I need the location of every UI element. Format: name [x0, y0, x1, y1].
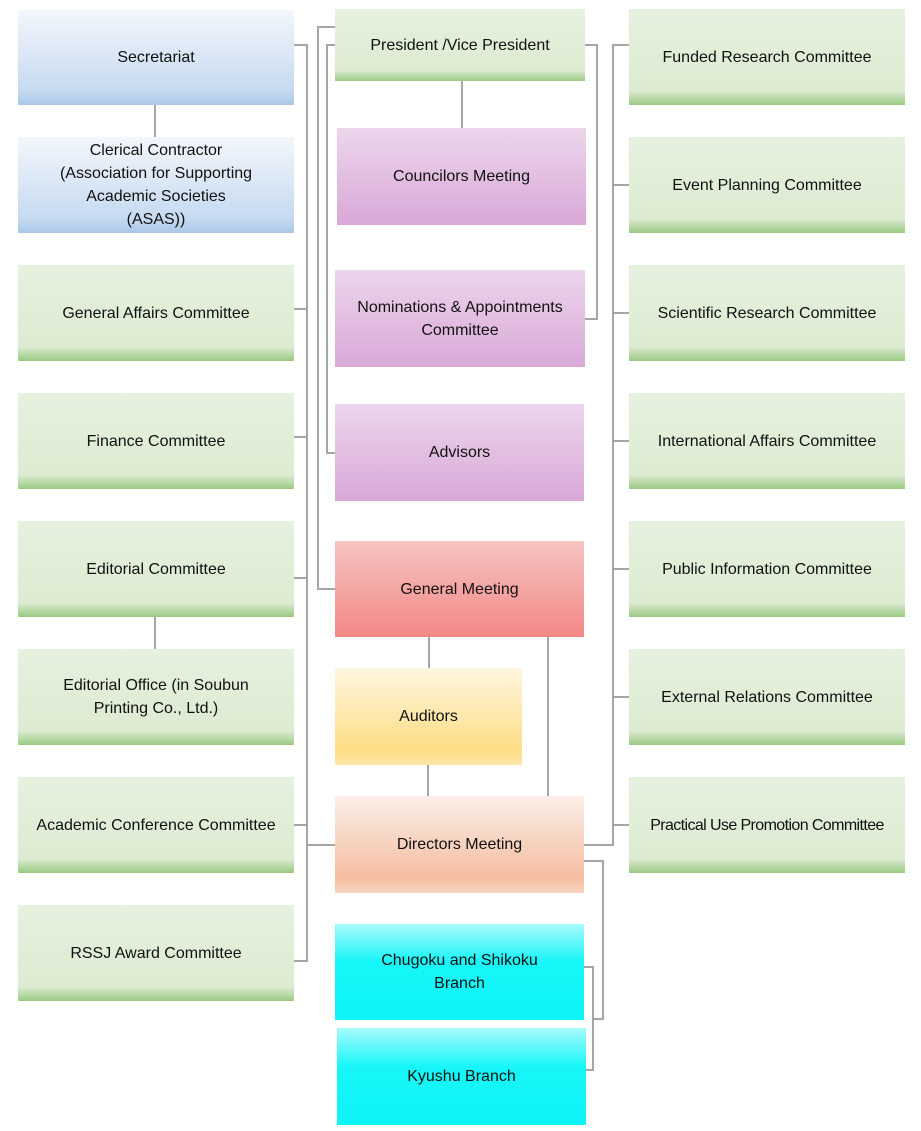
public-information-committee-box: Public Information Committee	[629, 521, 905, 617]
box-label: Clerical Contractor (Association for Sup…	[59, 142, 253, 228]
box-label: International Affairs Committee	[657, 432, 877, 450]
editorial-office-box: Editorial Office (in Soubun Printing Co.…	[18, 649, 294, 745]
connector-left-trunk	[294, 44, 335, 962]
advisors-box: Advisors	[335, 404, 584, 501]
box-label: Kyushu Branch	[407, 1068, 516, 1085]
box-label: Practical Use Promotion Committee	[650, 816, 884, 834]
box-label: Scientific Research Committee	[657, 304, 877, 322]
practical-use-promotion-committee-box: Practical Use Promotion Committee	[629, 777, 905, 873]
international-affairs-committee-box: International Affairs Committee	[629, 393, 905, 489]
directors-meeting-box: Directors Meeting	[335, 796, 584, 893]
box-label: Chugoku and Shikoku Branch	[381, 952, 538, 992]
finance-committee-box: Finance Committee	[18, 393, 294, 489]
box-label: External Relations Committee	[661, 688, 873, 706]
box-label: Auditors	[399, 708, 458, 725]
academic-conference-committee-box: Academic Conference Committee	[18, 777, 294, 873]
box-label: Directors Meeting	[396, 836, 523, 853]
general-affairs-committee-box: General Affairs Committee	[18, 265, 294, 361]
scientific-research-committee-box: Scientific Research Committee	[629, 265, 905, 361]
box-label: Event Planning Committee	[672, 176, 862, 194]
external-relations-committee-box: External Relations Committee	[629, 649, 905, 745]
box-label: Editorial Committee	[86, 560, 226, 578]
box-label: Advisors	[428, 444, 491, 461]
box-label: Councilors Meeting	[393, 168, 530, 185]
connector-directors-branches	[584, 860, 604, 1020]
event-planning-committee-box: Event Planning Committee	[629, 137, 905, 233]
funded-research-committee-box: Funded Research Committee	[629, 9, 905, 105]
rssj-award-committee-box: RSSJ Award Committee	[18, 905, 294, 1001]
chugoku-shikoku-branch-box: Chugoku and Shikoku Branch	[335, 924, 584, 1020]
connector-president-nominations	[585, 44, 598, 320]
connector-right-trunk	[584, 44, 629, 846]
auditors-box: Auditors	[335, 668, 522, 765]
connector-president-advisors	[326, 44, 335, 454]
box-label: Academic Conference Committee	[36, 816, 276, 834]
box-label: RSSJ Award Committee	[70, 944, 242, 962]
secretariat-box: Secretariat	[18, 10, 294, 105]
nominations-committee-box: Nominations & Appointments Committee	[335, 270, 585, 367]
box-label: Public Information Committee	[662, 560, 872, 578]
box-label: Nominations & Appointments Committee	[357, 298, 563, 339]
box-label: General Affairs Committee	[62, 304, 250, 322]
box-label: General Meeting	[400, 580, 519, 598]
box-label: Editorial Office (in Soubun Printing Co.…	[63, 677, 249, 717]
connector-president-general	[317, 26, 335, 590]
president-box: President /Vice President	[335, 9, 585, 81]
box-label: President /Vice President	[370, 36, 550, 54]
kyushu-branch-box: Kyushu Branch	[337, 1028, 586, 1125]
general-meeting-box: General Meeting	[335, 541, 584, 637]
box-label: Secretariat	[117, 49, 195, 66]
clerical-contractor-box: Clerical Contractor (Association for Sup…	[18, 137, 294, 233]
box-label: Funded Research Committee	[662, 48, 872, 66]
councilors-meeting-box: Councilors Meeting	[337, 128, 586, 225]
editorial-committee-box: Editorial Committee	[18, 521, 294, 617]
box-label: Finance Committee	[86, 432, 226, 450]
connector-branches	[584, 966, 594, 1071]
